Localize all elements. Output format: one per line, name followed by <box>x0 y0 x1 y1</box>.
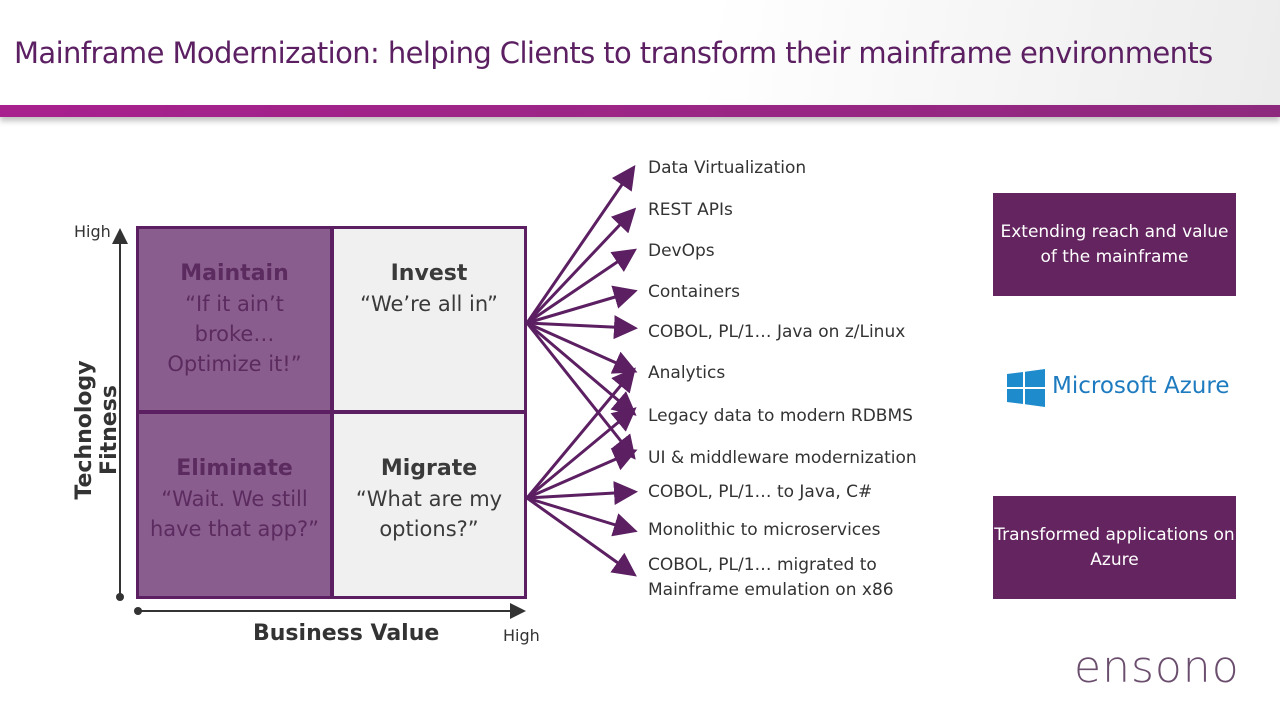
quadrant-migrate: Migrate “What are my options?” <box>334 414 524 596</box>
x-axis-high: High <box>503 626 540 645</box>
arrow <box>526 321 638 374</box>
option-item: COBOL, PL/1… Java on z/Linux <box>648 322 906 342</box>
arrow <box>526 285 638 325</box>
arrow <box>526 407 637 500</box>
quadrant-title: Invest <box>390 261 468 286</box>
arrow <box>526 315 638 340</box>
arrow <box>525 367 636 499</box>
arrow <box>526 321 637 416</box>
transformed-apps-box: Transformed applications on Azure <box>993 496 1236 599</box>
ensono-logo: ensono <box>1074 642 1240 693</box>
option-item: REST APIs <box>648 200 733 220</box>
option-item: Data Virtualization <box>648 158 807 178</box>
quadrant-quote: “We’re all in” <box>360 292 498 316</box>
option-item: Legacy data to modern RDBMS <box>648 406 913 426</box>
y-axis-high: High <box>74 222 111 241</box>
arrow <box>526 496 638 537</box>
slide-title: Mainframe Modernization: helping Clients… <box>14 36 1213 70</box>
arrow <box>525 322 636 460</box>
quadrant-maintain: Maintain “If it ain’t broke… Optimize it!… <box>139 229 330 410</box>
arrow <box>526 481 638 506</box>
arrow <box>526 496 637 577</box>
arrow <box>526 448 638 500</box>
quadrant-eliminate: Eliminate “Wait. We still have that app?” <box>139 414 330 596</box>
quadrant-title: Eliminate <box>176 456 293 481</box>
arrow <box>525 207 637 325</box>
y-axis-origin <box>116 593 124 601</box>
extending-reach-box: Extending reach and value of the mainfra… <box>993 193 1236 296</box>
quadrant-invest: Invest “We’re all in” <box>334 229 524 410</box>
x-axis-label: Business Value <box>253 621 440 646</box>
option-item: Containers <box>648 282 740 302</box>
option-item: Analytics <box>648 363 726 383</box>
option-item: Mainframe emulation on x86 <box>648 580 894 600</box>
header-background <box>0 0 1280 105</box>
azure-wordmark: Microsoft Azure <box>1052 373 1230 399</box>
windows-logo-icon <box>1007 369 1045 407</box>
quadrant-title: Migrate <box>380 456 478 481</box>
header-bar <box>0 105 1280 117</box>
option-item: COBOL, PL/1… to Java, C# <box>648 482 873 502</box>
arrow <box>525 165 636 324</box>
option-item: DevOps <box>648 241 715 261</box>
quadrant-quote: “If it ain’t broke… Optimize it!” <box>167 292 302 376</box>
quadrant-title: Maintain <box>180 261 289 286</box>
option-item: UI & middleware modernization <box>648 448 917 468</box>
option-item: COBOL, PL/1… migrated to <box>648 555 877 575</box>
quadrant-quote: “What are my options?” <box>355 487 503 541</box>
x-axis-origin <box>134 607 142 615</box>
option-item: Monolithic to microservices <box>648 520 881 540</box>
arrow <box>526 248 637 325</box>
quadrant-quote: “Wait. We still have that app?” <box>149 487 320 541</box>
